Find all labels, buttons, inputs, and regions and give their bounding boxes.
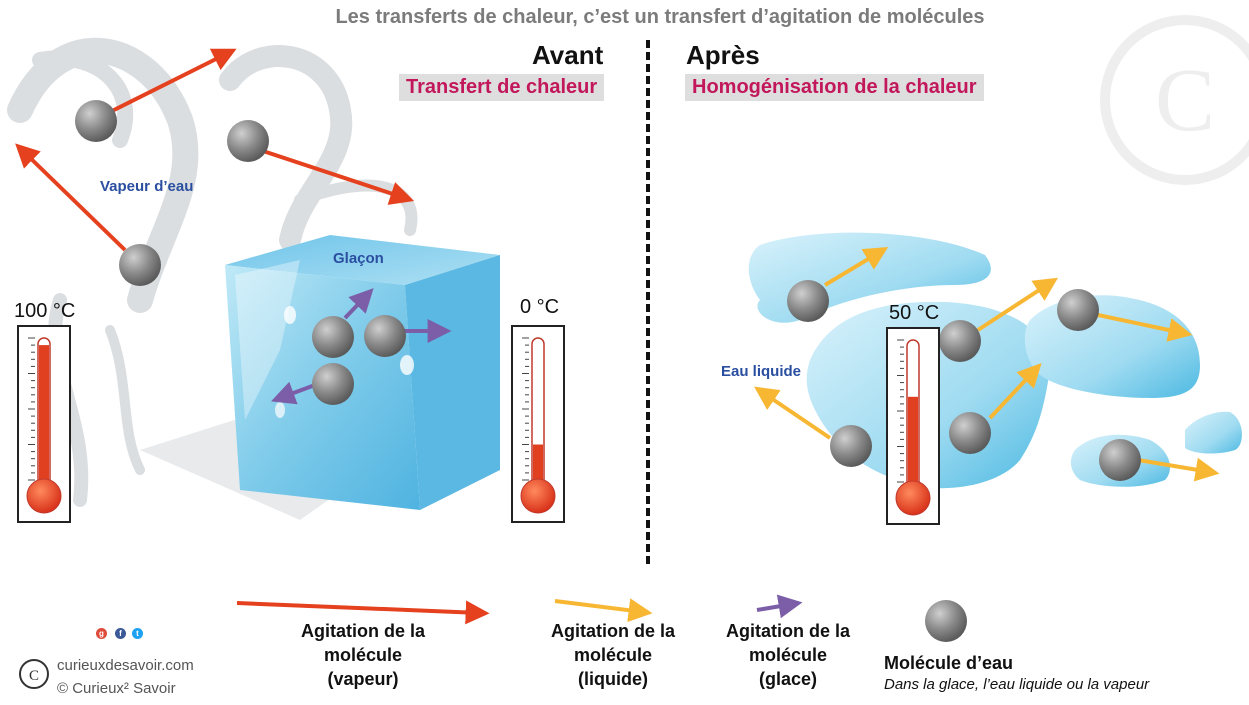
svg-text:C: C	[29, 668, 39, 684]
legend-vapor-arrow	[236, 600, 490, 625]
watermark-logo: C	[1100, 15, 1249, 185]
ice-label: Glaçon	[333, 250, 384, 267]
after-tag: Homogénisation de la chaleur	[685, 74, 984, 101]
water-molecule	[364, 315, 406, 357]
legend-ice-arrow	[756, 594, 803, 619]
page-title: Les transferts de chaleur, c’est un tran…	[335, 6, 985, 28]
water-molecule	[939, 320, 981, 362]
water-molecule	[949, 412, 991, 454]
vapor-arrow	[109, 48, 237, 114]
ice-arrow	[343, 288, 374, 320]
facebook-icon[interactable]: f	[115, 628, 126, 639]
liquid-arrow	[823, 247, 889, 287]
footer-logo: C	[19, 659, 49, 689]
after-heading: Après	[686, 40, 760, 70]
vapor-label: Vapeur d’eau	[100, 178, 194, 195]
molecules	[75, 100, 1141, 481]
twitter-icon[interactable]: t	[132, 628, 143, 639]
water-molecule	[119, 244, 161, 286]
liquid-arrow	[1097, 313, 1193, 342]
legend-molecule-desc: Dans la glace, l’eau liquide ou la vapeu…	[884, 676, 1150, 693]
legend-molecule-title: Molécule d’eau	[884, 653, 1014, 673]
liquid-water	[748, 232, 1242, 489]
hot-temperature: 100 °C	[14, 300, 76, 322]
legend-liquid-arrow	[554, 598, 653, 623]
google-plus-icon[interactable]: g	[96, 628, 107, 639]
water-molecule	[1057, 289, 1099, 331]
water-molecule	[830, 425, 872, 467]
water-molecule	[227, 120, 269, 162]
svg-text:C: C	[1155, 51, 1215, 150]
footer-site[interactable]: curieuxdesavoir.com	[57, 657, 194, 674]
equilibrium-thermometer	[886, 327, 940, 525]
water-molecule	[312, 363, 354, 405]
vapor-arrow	[15, 143, 127, 252]
before-heading: Avant	[532, 40, 604, 70]
cold-thermometer	[511, 325, 565, 523]
vapor-arrow	[259, 148, 415, 205]
liquid-arrow	[1137, 457, 1220, 482]
equilibrium-temperature: 50 °C	[889, 302, 940, 324]
hot-thermometer	[17, 325, 71, 523]
ice-arrow	[271, 381, 316, 405]
water-molecule	[75, 100, 117, 142]
before-tag: Transfert de chaleur	[399, 74, 605, 101]
footer-copyright: © Curieux² Savoir	[57, 680, 176, 697]
cold-temperature: 0 °C	[520, 296, 560, 318]
liquid-arrow	[988, 362, 1042, 420]
legend-molecule	[925, 600, 967, 642]
thermometers	[17, 325, 940, 525]
water-molecule	[312, 316, 354, 358]
liquid-arrow	[976, 277, 1059, 332]
water-molecule	[787, 280, 829, 322]
liquid-arrow	[754, 386, 832, 440]
before-after-divider	[646, 40, 650, 564]
liquid-label: Eau liquide	[721, 363, 802, 380]
water-molecule	[1099, 439, 1141, 481]
